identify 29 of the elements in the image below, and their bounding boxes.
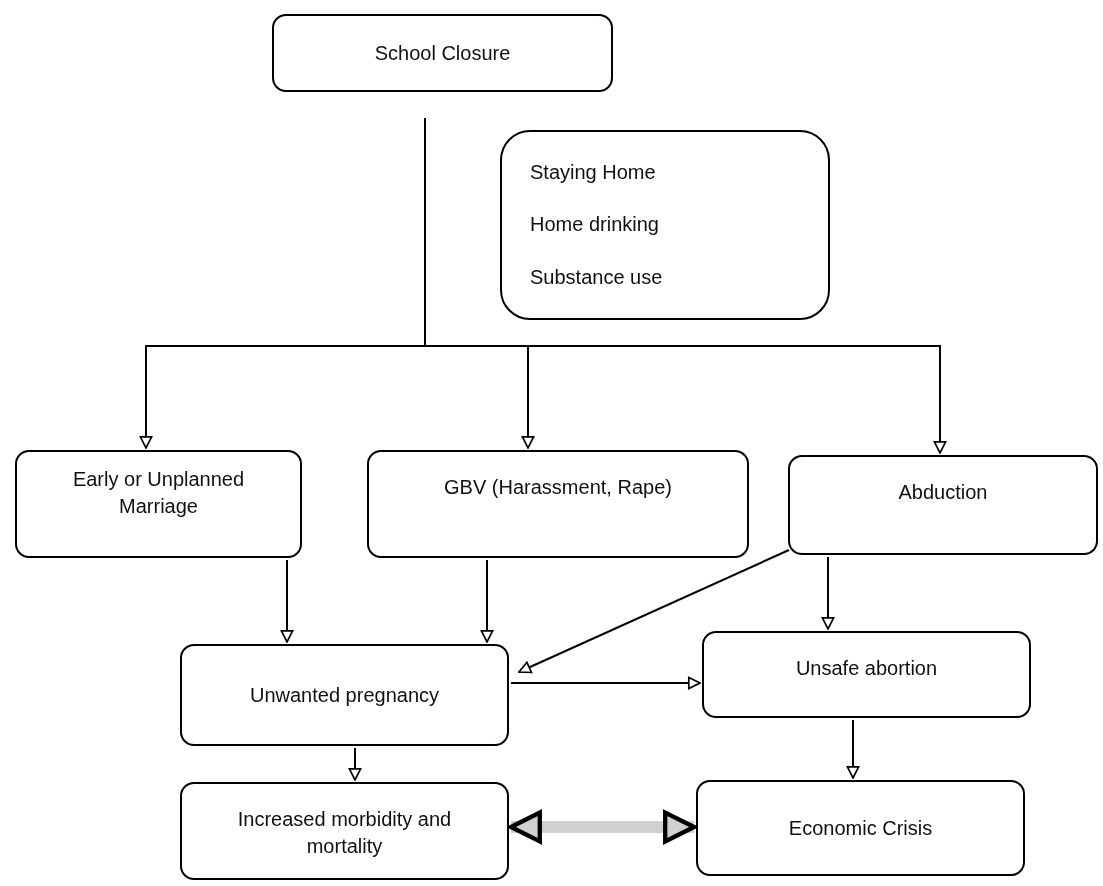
arrow — [424, 117, 947, 454]
node-text: Unsafe abortion — [795, 656, 938, 681]
process-box — [180, 782, 509, 880]
arrow — [348, 747, 362, 781]
arrow — [280, 559, 294, 643]
process-box — [696, 780, 1025, 876]
node-text: Economic Crisis — [788, 815, 933, 841]
process-box — [702, 631, 1031, 718]
node-text: Home drinking — [530, 212, 659, 238]
node-text: Abduction — [898, 480, 988, 505]
node-text: Unwanted pregnancy — [250, 682, 439, 708]
arrow — [480, 559, 494, 643]
arrow — [821, 556, 835, 630]
arrow — [508, 810, 697, 844]
process-box — [367, 450, 749, 558]
node-text: School Closure — [374, 40, 511, 66]
node-text: Substance use — [530, 265, 663, 291]
process-box — [180, 644, 509, 746]
arrow — [518, 549, 790, 674]
process-box — [788, 455, 1098, 555]
node-text: Increased morbidity and mortality — [236, 807, 453, 859]
node-text: Early or Unplanned Marriage — [71, 467, 246, 519]
cause-box — [272, 14, 613, 92]
node-text: GBV (Harassment, Rape) — [444, 475, 672, 500]
arrow — [846, 719, 860, 779]
process-box — [15, 450, 302, 558]
arrow — [510, 676, 701, 690]
factor-box — [500, 130, 830, 320]
node-text: Staying Home — [530, 159, 656, 185]
